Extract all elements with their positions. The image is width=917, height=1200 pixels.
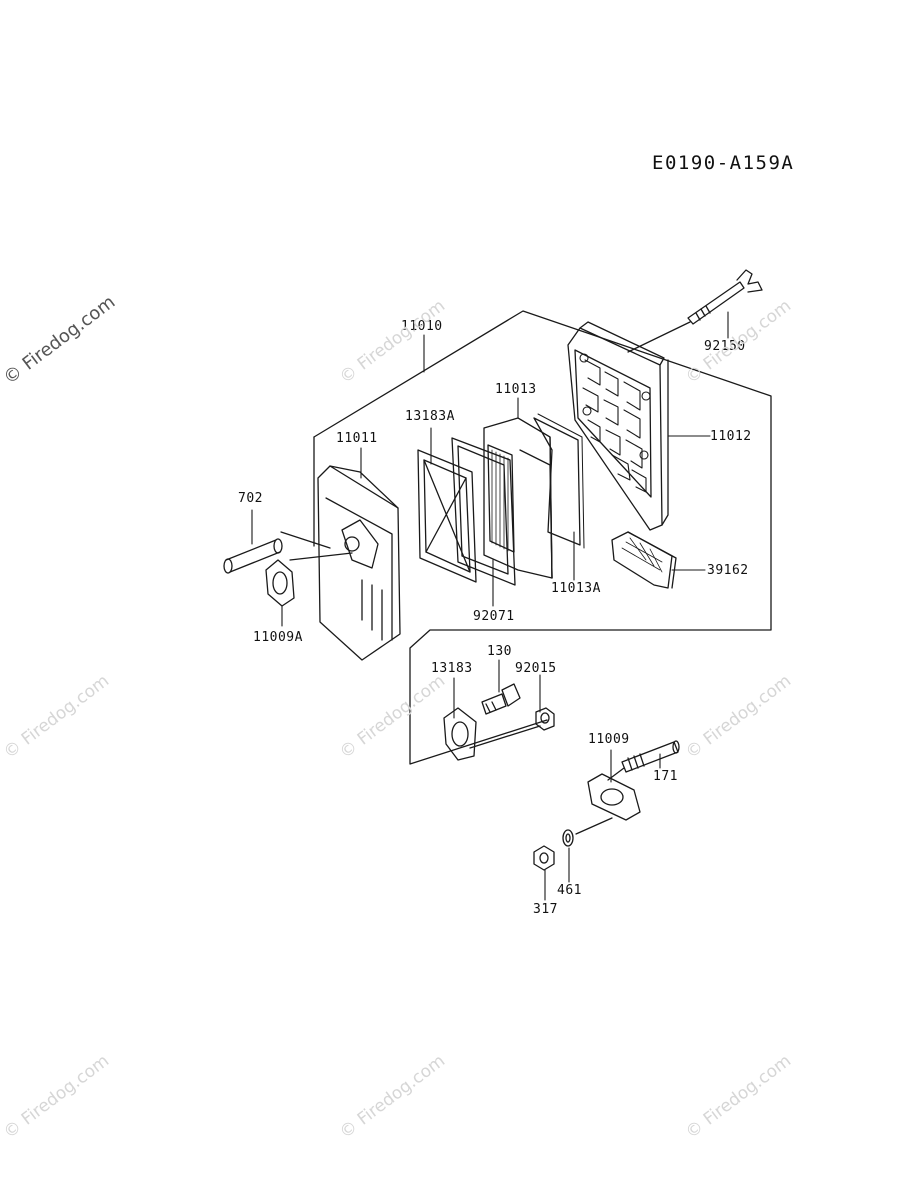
part-label-11013a: 11013A: [551, 581, 601, 596]
part-label-11009a: 11009A: [253, 630, 303, 645]
part-label-39162: 39162: [707, 563, 749, 578]
breather-pipe: [223, 538, 283, 574]
nut-317: [533, 845, 555, 871]
part-label-11012: 11012: [710, 429, 752, 444]
part-label-13183: 13183: [431, 661, 473, 676]
diagram-code: E0190-A159A: [652, 152, 795, 174]
cover-pad: [611, 531, 677, 589]
part-label-171: 171: [653, 769, 678, 784]
part-label-11013: 11013: [495, 382, 537, 397]
flange-bolt: [481, 683, 521, 715]
gasket-13183: [443, 707, 477, 761]
part-label-92150: 92150: [704, 339, 746, 354]
label-leaders: [251, 311, 729, 901]
air-cleaner-cover: [567, 321, 669, 531]
stud-bolt: [621, 740, 680, 773]
leader-pipe-2: [289, 552, 353, 561]
gasket-13183a: [417, 449, 477, 583]
cover-gasket: [451, 437, 516, 586]
part-label-92071: 92071: [473, 609, 515, 624]
part-label-11009: 11009: [588, 732, 630, 747]
washer: [562, 829, 574, 847]
part-label-130: 130: [487, 644, 512, 659]
leader-wing-bolt: [627, 321, 691, 353]
part-label-92015: 92015: [515, 661, 557, 676]
part-label-13183a: 13183A: [405, 409, 455, 424]
part-label-702: 702: [238, 491, 263, 506]
pre-cleaner-sheet: [533, 417, 581, 546]
pipe-gasket: [265, 559, 295, 607]
leader-washer: [575, 817, 613, 835]
part-label-317: 317: [533, 902, 558, 917]
wing-bolt: [687, 269, 763, 325]
part-label-461: 461: [557, 883, 582, 898]
leader-nut-92015: [469, 725, 541, 749]
leader-stud: [607, 767, 625, 781]
nut-92015: [535, 707, 555, 731]
air-cleaner-case: [317, 465, 401, 661]
assembly-bracket: [313, 310, 772, 765]
part-label-11011: 11011: [336, 431, 378, 446]
air-filter-element: [483, 417, 553, 579]
leader-pipe: [280, 531, 331, 549]
manifold-gasket: [587, 773, 641, 821]
part-label-11010: 11010: [401, 319, 443, 334]
